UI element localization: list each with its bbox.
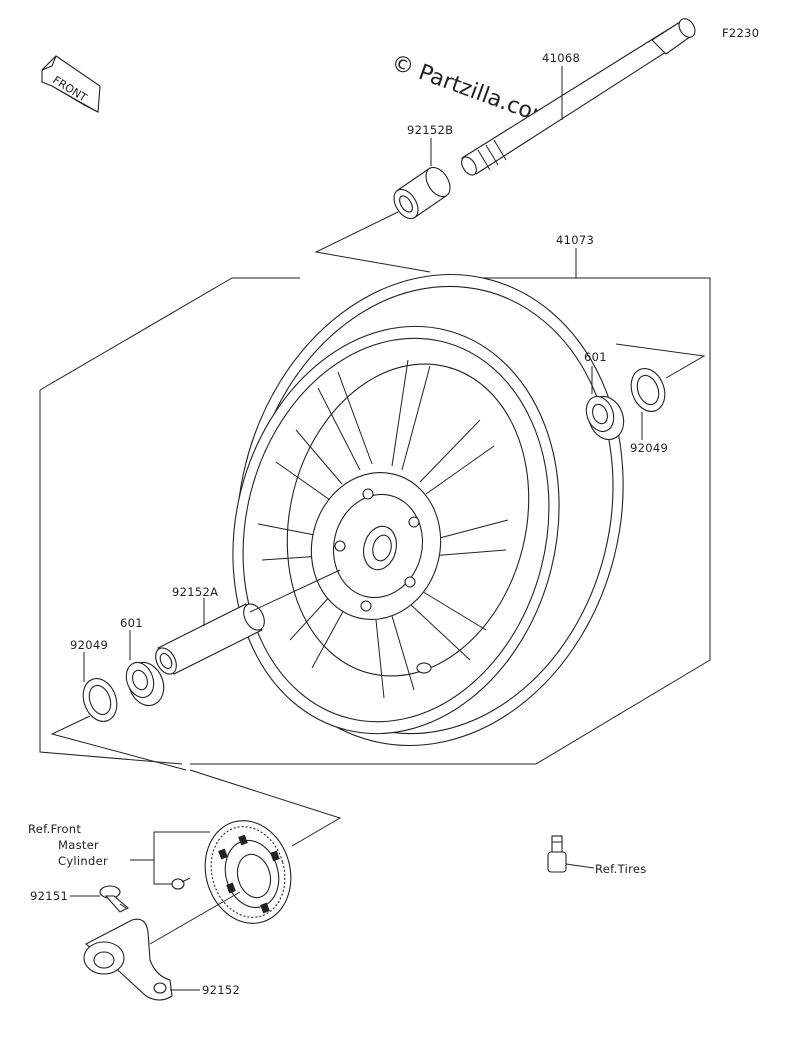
- leader-rotor: [149, 891, 241, 945]
- screw-part[interactable]: [171, 877, 191, 890]
- label-collar-a: 92152A: [172, 585, 218, 599]
- ref-master-line2: Master: [58, 838, 99, 852]
- leader-hub-top: [314, 211, 431, 273]
- leader-hub-right: [615, 343, 706, 379]
- leader-collar-a-hub: [249, 569, 341, 613]
- front-arrow-icon: FRONT: [41, 55, 101, 113]
- ref-master-line3: Cylinder: [58, 854, 108, 868]
- assembly-bracket-left: [39, 390, 183, 765]
- label-seal-right: 92049: [630, 441, 668, 455]
- wheel-part[interactable]: [188, 233, 672, 787]
- valve-stem-part[interactable]: [547, 835, 567, 873]
- collar-a-part[interactable]: [151, 600, 268, 677]
- label-seal-left: 92049: [70, 638, 108, 652]
- collar-c-part[interactable]: [83, 918, 173, 1001]
- seal-left-part[interactable]: [77, 674, 122, 726]
- collar-b-part[interactable]: [389, 163, 455, 223]
- leader-ref-master-bottom: [153, 860, 172, 885]
- assembly-bracket-top: [39, 277, 300, 391]
- leader-ref-tires: [565, 863, 595, 869]
- ref-tires-label: Ref.Tires: [595, 862, 647, 876]
- leader-ref-master-top: [130, 831, 210, 861]
- label-bearing-left: 601: [120, 616, 143, 630]
- label-collar-c: 92152: [202, 983, 240, 997]
- axle-part[interactable]: [459, 16, 699, 178]
- bearing-right-part[interactable]: [582, 392, 630, 445]
- label-wheel: 41073: [556, 233, 594, 247]
- label-bearing-right: 601: [584, 350, 607, 364]
- label-bolt: 92151: [30, 889, 68, 903]
- seal-right-part[interactable]: [625, 364, 670, 416]
- leader-hub-left: [50, 715, 187, 771]
- wheel-bracket: [190, 277, 711, 765]
- sensor-rotor-part[interactable]: [193, 810, 302, 933]
- bolt-part[interactable]: [99, 885, 129, 913]
- label-axle: 41068: [542, 51, 580, 65]
- diagram-code: F2230: [722, 26, 759, 40]
- label-collar-b: 92152B: [407, 123, 453, 137]
- lower-bracket: [189, 769, 342, 847]
- ref-master-line1: Ref.Front: [28, 822, 81, 836]
- bearing-left-part[interactable]: [122, 658, 170, 711]
